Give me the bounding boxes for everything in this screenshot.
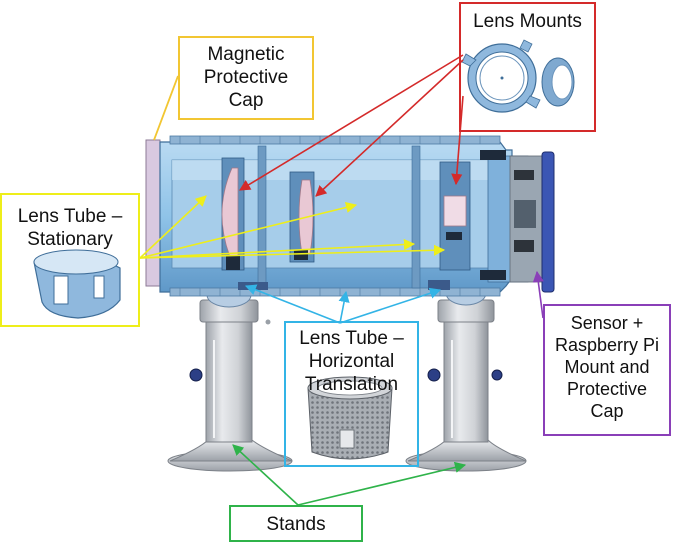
stands-label: Stands xyxy=(266,514,326,535)
right-stand-knob-icon xyxy=(427,368,441,382)
lens-tube-horizontal-leaders xyxy=(244,284,442,324)
lens-tube-icon xyxy=(33,249,121,319)
camera-assembly-cutaway xyxy=(145,135,555,297)
lens-tube-stationary-callout: Lens Tube – Stationary xyxy=(0,193,140,327)
sensor-mount-callout: Sensor + Raspberry Pi Mount and Protecti… xyxy=(543,304,671,436)
stands-callout: Stands xyxy=(229,505,363,542)
lens-mounts-leaders xyxy=(239,54,464,197)
sensor-mount-label: Sensor + Raspberry Pi Mount and Protecti… xyxy=(554,313,660,421)
lens-mounts-callout: Lens Mounts xyxy=(459,2,596,132)
lens-mount-small-ring-icon xyxy=(541,57,575,107)
stands-leaders xyxy=(232,444,467,506)
lens-mounts-label: Lens Mounts xyxy=(473,11,582,32)
lens-tube-horizontal-label: Lens Tube – Horizontal Translation xyxy=(299,328,404,395)
left-stand-knob-icon xyxy=(189,368,203,382)
left-stand xyxy=(167,282,293,472)
lens-tube-horizontal-callout: Lens Tube – Horizontal Translation xyxy=(284,321,419,467)
lens-tube-stationary-label: Lens Tube – Stationary xyxy=(17,206,123,250)
knurled-tube-icon xyxy=(307,376,393,460)
lens-mount-ring-icon xyxy=(461,39,541,113)
sensor-leader xyxy=(532,270,544,319)
magnetic-cap-part xyxy=(145,139,161,287)
lens-tube-stationary-leaders xyxy=(139,195,446,259)
magnetic-cap-callout: Magnetic Protective Cap xyxy=(178,36,314,120)
magnetic-cap-leader xyxy=(153,75,179,141)
magnetic-cap-label: Magnetic Protective Cap xyxy=(203,44,289,111)
right-stand xyxy=(405,280,527,472)
